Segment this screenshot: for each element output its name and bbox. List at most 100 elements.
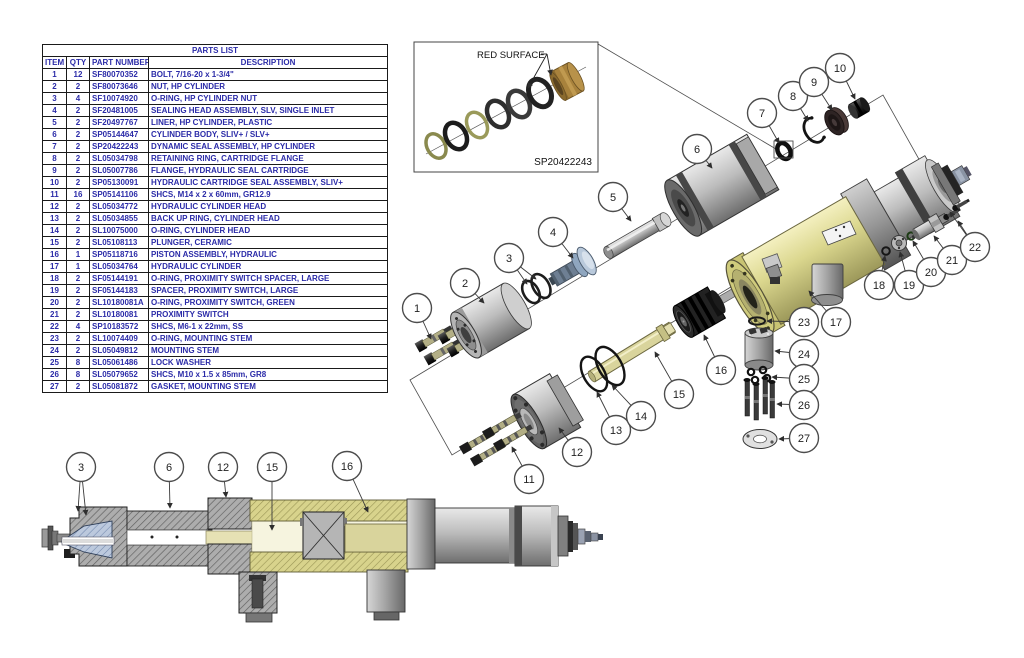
inset-part-number: SP20422243 bbox=[534, 157, 592, 168]
part-2-nut bbox=[450, 282, 532, 359]
part-17-hydraulic-cylinder bbox=[725, 155, 972, 335]
callout-22 bbox=[959, 231, 991, 263]
callout-2 bbox=[449, 267, 481, 299]
part-11-shcs-bolts bbox=[458, 412, 533, 467]
parts-list-table: PARTS LIST ITEM QTY PART NUMBER DESCRIPT… bbox=[41, 44, 389, 393]
red-surface-label: RED SURFACE bbox=[477, 50, 545, 61]
callout-number-18: 18 bbox=[873, 280, 885, 292]
table-header-row: ITEM QTY PART NUMBER DESCRIPTION bbox=[42, 56, 389, 69]
callout-number-17: 17 bbox=[830, 317, 842, 329]
part-5-liner bbox=[603, 212, 672, 259]
callout-12 bbox=[561, 436, 593, 468]
section-view bbox=[41, 497, 603, 623]
callout-7 bbox=[746, 97, 778, 129]
part-7-dynamic-seal bbox=[773, 140, 794, 162]
cylinder-port-fitting bbox=[761, 253, 783, 284]
callout-number-14: 14 bbox=[635, 411, 647, 423]
part-4-sealing-head bbox=[548, 246, 597, 287]
part-27-gasket bbox=[742, 429, 778, 449]
callout-15 bbox=[663, 378, 695, 410]
callout-number-6: 6 bbox=[166, 462, 172, 474]
section-sealing-head bbox=[61, 520, 115, 559]
callout-13 bbox=[600, 414, 632, 446]
part-19-spacer bbox=[891, 235, 907, 251]
callout-number-7: 7 bbox=[759, 108, 765, 120]
part-24-mounting-stem bbox=[744, 326, 774, 371]
qty-cell: 2 bbox=[66, 380, 90, 393]
callout-number-8: 8 bbox=[790, 91, 796, 103]
part-23-oring bbox=[748, 316, 766, 326]
callout-6 bbox=[153, 451, 185, 483]
section-hp-cylinder bbox=[126, 510, 213, 567]
callout-number-10: 10 bbox=[834, 63, 846, 75]
callout-number-12: 12 bbox=[571, 447, 583, 459]
part-8-retaining-ring bbox=[802, 116, 826, 144]
callout-number-24: 24 bbox=[798, 349, 810, 361]
callout-23 bbox=[788, 306, 820, 338]
description-cell: HYDRAULIC CARTRIDGE SEAL ASSEMBLY, SLIV+ bbox=[147, 176, 389, 189]
callout-number-19: 19 bbox=[903, 280, 915, 292]
callout-number-6: 6 bbox=[694, 144, 700, 156]
callout-11 bbox=[513, 463, 545, 495]
callout-1 bbox=[401, 292, 433, 324]
callout-16 bbox=[705, 354, 737, 386]
part-14-oring bbox=[594, 345, 626, 387]
cylinder-label-plate bbox=[821, 220, 857, 246]
callout-number-1: 1 bbox=[414, 303, 420, 315]
callout-14 bbox=[625, 400, 657, 432]
callout-number-22: 22 bbox=[969, 242, 981, 254]
callout-number-23: 23 bbox=[798, 317, 810, 329]
item-cell: 27 bbox=[42, 380, 67, 393]
callout-number-12: 12 bbox=[217, 462, 229, 474]
section-displacer bbox=[344, 523, 408, 553]
cylinder-mounting-boss bbox=[811, 263, 844, 306]
callout-number-16: 16 bbox=[715, 365, 727, 377]
part-16-piston bbox=[672, 280, 751, 338]
part-18-oring bbox=[881, 246, 891, 256]
seal-inset: RED SURFACE SP20422243 bbox=[413, 41, 599, 173]
callout-number-15: 15 bbox=[673, 389, 685, 401]
callout-number-4: 4 bbox=[550, 227, 556, 239]
callout-26 bbox=[788, 389, 820, 421]
seal-ring-6 bbox=[525, 76, 555, 110]
part-15-plunger bbox=[587, 321, 677, 383]
callout-10 bbox=[824, 52, 856, 84]
callout-number-21: 21 bbox=[946, 255, 958, 267]
callout-number-5: 5 bbox=[610, 192, 616, 204]
callout-number-3: 3 bbox=[78, 462, 84, 474]
callout-number-13: 13 bbox=[610, 425, 622, 437]
section-right-end bbox=[406, 498, 603, 570]
seal-ring-4 bbox=[484, 98, 512, 130]
exploded-view bbox=[414, 97, 972, 467]
part-9-flange bbox=[824, 107, 849, 136]
callout-8 bbox=[777, 80, 809, 112]
callout-16 bbox=[331, 450, 363, 482]
section-piston bbox=[300, 511, 347, 560]
callout-number-20: 20 bbox=[925, 267, 937, 279]
seal-cartridge-brass bbox=[549, 62, 585, 102]
callout-number-3: 3 bbox=[506, 253, 512, 265]
seal-ring-3 bbox=[464, 110, 490, 140]
part-26-shcs-bolts bbox=[743, 376, 776, 421]
callout-3 bbox=[493, 242, 525, 274]
callout-number-2: 2 bbox=[462, 278, 468, 290]
part-10-cartridge-seal bbox=[847, 97, 871, 119]
callout-9 bbox=[798, 66, 830, 98]
seal-ring-2 bbox=[442, 120, 470, 152]
callout-6 bbox=[681, 133, 713, 165]
